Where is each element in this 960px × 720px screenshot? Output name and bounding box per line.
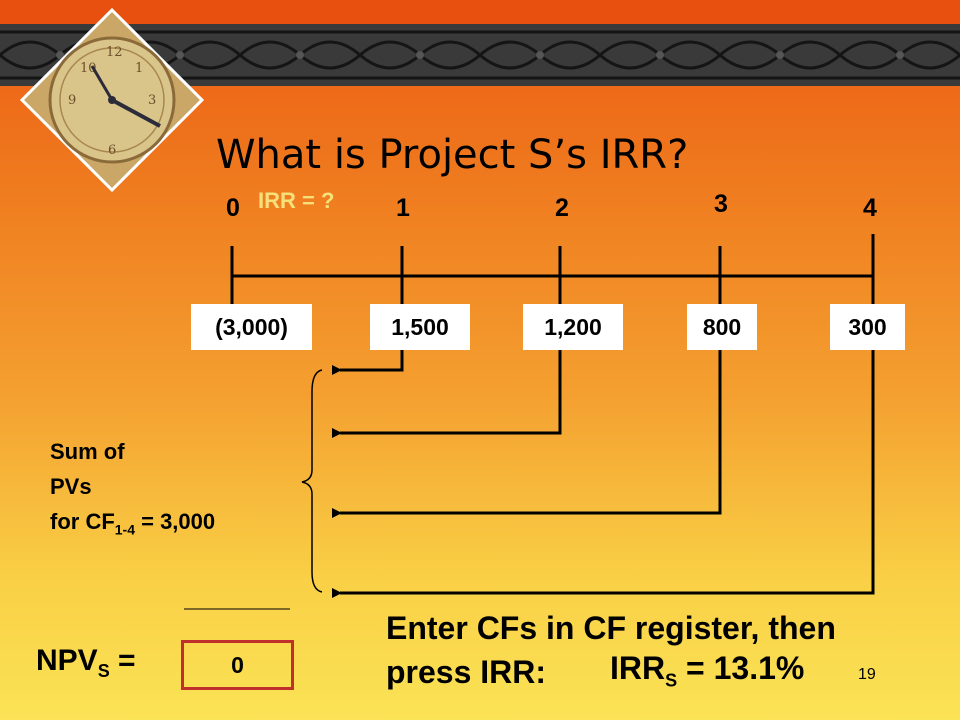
pv-arrow-2: [332, 350, 562, 438]
top-band: [0, 0, 960, 24]
pv-arrow-4: [332, 350, 875, 598]
period-label-3: 3: [714, 190, 728, 218]
npv-value-box: 0: [181, 640, 294, 690]
cash-flow-1: 1,500: [370, 304, 470, 350]
pv-arrow-1: [332, 350, 404, 375]
sum-of-pvs-label: Sum of PVs for CF1-4 = 3,000: [50, 434, 215, 547]
svg-text:12: 12: [106, 45, 123, 60]
cash-flow-3: 800: [687, 304, 757, 350]
instruction-line1: Enter CFs in CF register, then: [386, 610, 836, 646]
svg-text:10: 10: [80, 61, 97, 76]
sum-brace: [301, 369, 323, 593]
ironwork-pattern: [0, 30, 960, 80]
npv-value: 0: [231, 651, 244, 678]
irr-unknown-note: IRR = ?: [258, 188, 335, 213]
sum-label-line1: Sum of: [50, 439, 125, 464]
cash-flow-4: 300: [830, 304, 905, 350]
npv-label: NPVS =: [36, 644, 136, 681]
svg-text:6: 6: [108, 143, 116, 158]
clock-diamond-image: 12 3 6 9 10 1: [19, 7, 205, 193]
period-label-0: 0: [226, 194, 240, 222]
sum-label-line2: PVs: [50, 474, 92, 499]
slide-title: What is Project S’s IRR?: [216, 132, 689, 178]
sum-label-line3: for CF1-4 = 3,000: [50, 509, 216, 538]
irr-result: IRRS = 13.1%: [610, 650, 805, 691]
period-label-2: 2: [555, 194, 569, 222]
cash-flow-0: (3,000): [191, 304, 312, 350]
instruction-line2: press IRR:: [386, 654, 547, 690]
svg-text:1: 1: [135, 61, 143, 76]
period-label-1: 1: [396, 194, 410, 222]
cash-flow-2: 1,200: [523, 304, 623, 350]
page-number: 19: [858, 666, 876, 683]
svg-text:9: 9: [68, 93, 76, 108]
period-label-4: 4: [863, 194, 877, 222]
instruction-text: Enter CFs in CF register, then press IRR…: [386, 606, 836, 694]
pv-arrow-3: [332, 350, 722, 518]
svg-text:3: 3: [148, 93, 156, 108]
